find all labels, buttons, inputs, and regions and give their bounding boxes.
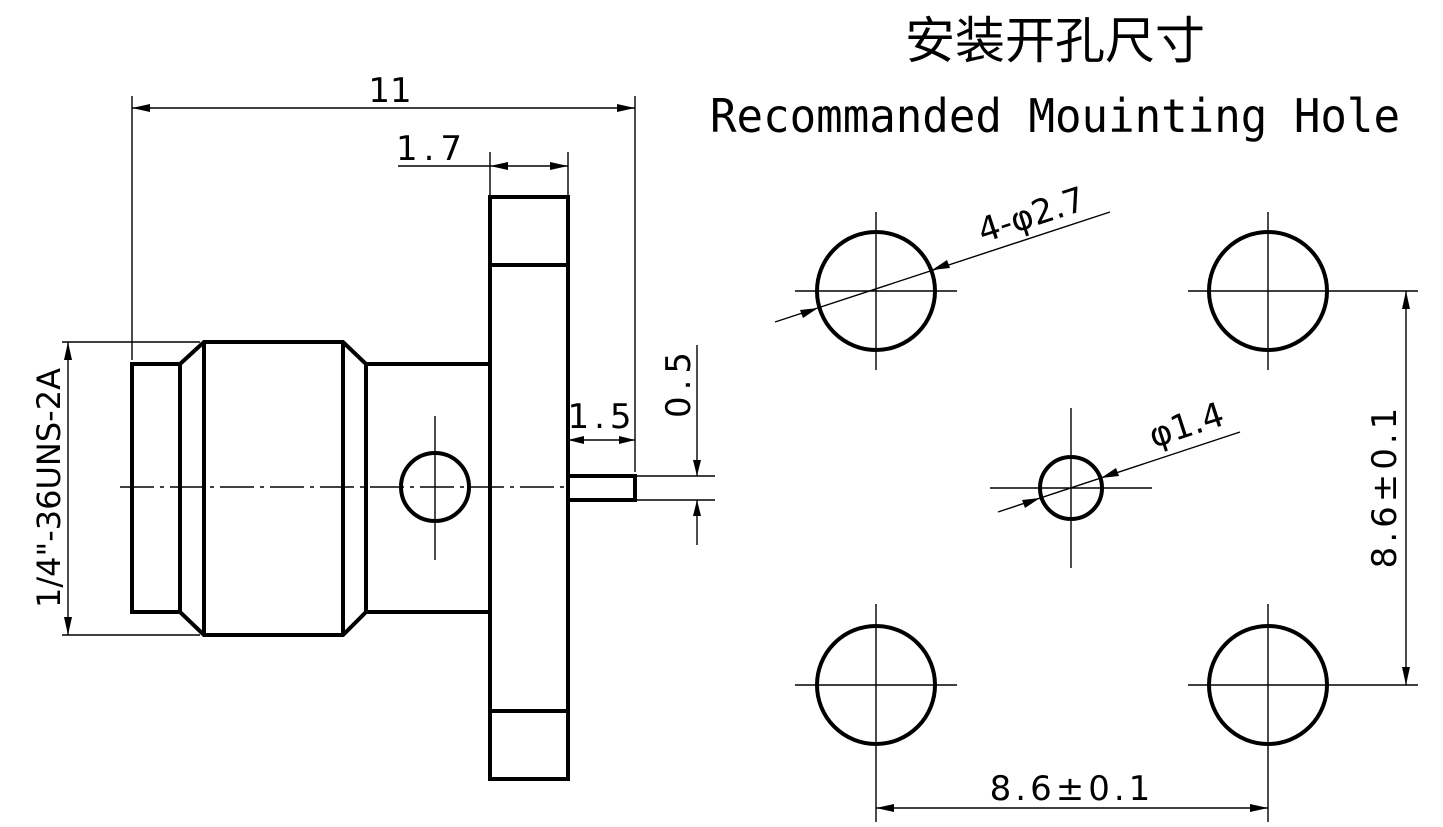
dim-hole-pattern-label: 4-φ2.7 [973,179,1090,251]
dim-center-hole-label: φ1.4 [1144,395,1229,457]
dimension-overall-length [131,96,636,472]
dimension-flange-thickness [398,152,569,195]
dim-pin-offset-label: 0.5 [659,346,699,418]
leader-center-hole [997,431,1241,513]
dim-horizontal-spacing-label: 8.6±0.1 [990,769,1155,809]
dimension-thread [62,341,200,636]
dimension-pin-length [568,436,635,444]
dim-flange-thickness-label: 1.7 [396,129,468,169]
dimension-horizontal-spacing [876,804,1268,812]
connector-flange [488,195,570,781]
dim-vertical-spacing-label: 8.6±0.1 [1365,404,1405,569]
title-chinese: 安装开孔尺寸 [905,12,1205,70]
dim-thread-label: 1/4"-36UNS-2A [30,368,68,608]
connector-hex-body [178,340,368,637]
dim-overall-length-label: 11 [368,71,411,111]
dimension-pin-offset [635,345,715,545]
leader-hole-pattern [774,211,1111,323]
connector-front-plug [130,362,182,614]
dim-pin-length-label: 1.5 [567,397,636,437]
dimension-vertical-spacing [1402,291,1410,685]
title-english: Recommanded Mouinting Hole [710,89,1400,143]
mounting-hole-pattern [795,212,1418,822]
connector-side-view [120,195,637,781]
connector-rear-body [364,362,492,614]
connector-pin [566,474,637,502]
